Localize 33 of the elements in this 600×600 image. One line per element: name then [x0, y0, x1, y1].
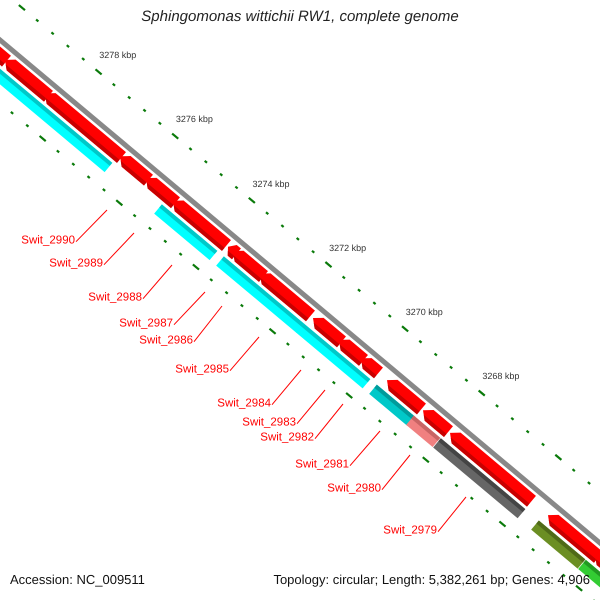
scale-label: 3268 kbp [482, 371, 520, 382]
scale-label: 3276 kbp [176, 114, 213, 125]
gene-label: Swit_2989 [49, 257, 103, 271]
leader-line [350, 430, 380, 466]
scale-label: 3272 kbp [329, 242, 366, 254]
accession-text: Accession: NC_009511 [10, 573, 145, 588]
leader-line [174, 292, 206, 326]
leader-line [314, 404, 344, 440]
leader-line [230, 336, 260, 372]
title: Sphingomonas wittichii RW1, complete genome [140, 8, 460, 26]
gene-label: Swit_2986 [139, 334, 193, 348]
leader-line [104, 232, 134, 266]
gene-label: Swit_2988 [88, 291, 142, 305]
gene-label: Swit_2982 [260, 431, 314, 445]
scale-label: 3278 kbp [99, 50, 136, 60]
gene-label: Swit_2985 [175, 363, 229, 377]
gene-label: Swit_2980 [327, 482, 381, 496]
gene-label: Swit_2984 [217, 397, 271, 411]
gene-label: Swit_2987 [119, 317, 173, 331]
leader-line [382, 454, 410, 490]
scale-label: 3270 kbp [406, 307, 443, 318]
gene-label: Swit_2981 [295, 458, 349, 472]
leader-line [296, 390, 326, 424]
leader-line [438, 496, 466, 532]
genome-summary-text: Topology: circular; Length: 5,382,261 bp; Genes: 4,906 [273, 573, 590, 588]
leader-line [272, 370, 302, 406]
gene-label: Swit_2983 [242, 416, 296, 430]
leader-line [194, 306, 222, 342]
scale-label: 3274 kbp [252, 178, 290, 189]
leader-line [76, 210, 108, 242]
leader-line [142, 264, 172, 300]
gene-label: Swit_2979 [383, 524, 437, 538]
gene-label: Swit_2990 [21, 234, 75, 248]
